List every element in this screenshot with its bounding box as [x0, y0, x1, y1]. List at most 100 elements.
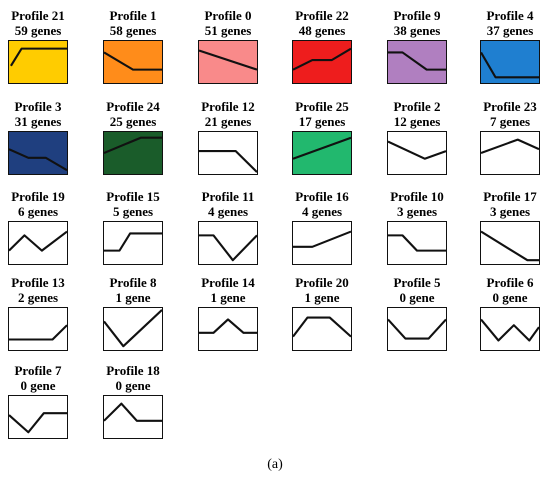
profile-trend-box	[8, 395, 68, 439]
profile-trend-box	[480, 221, 540, 265]
trend-plot	[104, 51, 162, 71]
trend-line	[9, 412, 67, 434]
trend-plot	[293, 316, 351, 338]
profile-trend-box	[292, 221, 352, 265]
profile-trend-box	[387, 40, 447, 84]
trend-line	[199, 150, 257, 173]
trend-plot	[9, 412, 67, 434]
profile-name: Profile 2	[393, 99, 441, 114]
trend-line	[481, 230, 539, 262]
profile-name: Profile 4	[486, 8, 534, 23]
profile-name: Profile 7	[14, 363, 62, 378]
trend-line	[104, 232, 162, 252]
trend-plot	[388, 140, 446, 160]
profile-gene-count: 3 genes	[396, 204, 438, 219]
trend-line	[388, 140, 446, 160]
trend-line	[199, 318, 257, 334]
profile-trend-box	[387, 131, 447, 175]
trend-plot	[199, 318, 257, 334]
trend-plot	[9, 324, 67, 341]
trend-line	[9, 324, 67, 341]
trend-line	[481, 318, 539, 342]
profile-name: Profile 16	[295, 189, 349, 204]
trend-line	[481, 51, 539, 79]
profile-trend-box	[387, 221, 447, 265]
trend-plot	[388, 51, 446, 71]
profile-gene-count: 51 genes	[204, 23, 252, 38]
profile-gene-count: 0 gene	[20, 378, 56, 393]
profile-name: Profile 20	[295, 275, 349, 290]
profile-gene-count: 5 genes	[112, 204, 154, 219]
trend-line	[104, 136, 162, 154]
profile-trend-box	[103, 395, 163, 439]
trend-plot	[293, 47, 351, 71]
profile-trend-box	[8, 40, 68, 84]
trend-plot	[9, 230, 67, 252]
trend-line	[104, 51, 162, 71]
profile-gene-count: 0 gene	[399, 290, 435, 305]
profile-gene-count: 0 gene	[115, 378, 151, 393]
trend-plot	[481, 318, 539, 342]
profile-gene-count: 59 genes	[14, 23, 62, 38]
profile-trend-box	[103, 131, 163, 175]
profile-gene-count: 31 genes	[14, 114, 62, 129]
profile-gene-count: 37 genes	[486, 23, 534, 38]
profile-name: Profile 21	[11, 8, 65, 23]
trend-plot	[388, 318, 446, 340]
trend-line	[293, 316, 351, 338]
profile-trend-box	[480, 307, 540, 351]
trend-plot	[293, 230, 351, 248]
profile-gene-count: 38 genes	[393, 23, 441, 38]
profile-gene-count: 2 genes	[17, 290, 59, 305]
trend-line	[10, 47, 67, 67]
trend-line	[9, 148, 67, 172]
profile-name: Profile 6	[486, 275, 534, 290]
profile-trend-box	[103, 40, 163, 84]
profile-gene-count: 4 genes	[207, 204, 249, 219]
trend-line	[293, 136, 351, 160]
profile-name: Profile 23	[483, 99, 537, 114]
profile-trend-box	[292, 307, 352, 351]
profile-name: Profile 15	[106, 189, 160, 204]
profile-name: Profile 19	[11, 189, 65, 204]
profile-gene-count: 4 genes	[301, 204, 343, 219]
profile-name: Profile 8	[109, 275, 157, 290]
profile-name: Profile 25	[295, 99, 349, 114]
trend-plot	[388, 234, 446, 252]
profile-name: Profile 18	[106, 363, 160, 378]
trend-plot	[481, 51, 539, 79]
profile-name: Profile 1	[109, 8, 157, 23]
profile-gene-count: 3 genes	[489, 204, 531, 219]
profile-trend-box	[198, 221, 258, 265]
profile-trend-box	[103, 221, 163, 265]
profile-name: Profile 9	[393, 8, 441, 23]
trend-line	[9, 230, 67, 252]
profile-name: Profile 24	[106, 99, 160, 114]
profile-gene-count: 25 genes	[109, 114, 157, 129]
profile-trend-box	[292, 131, 352, 175]
trend-plot	[199, 150, 257, 173]
trend-line	[293, 47, 351, 71]
trend-line	[388, 318, 446, 340]
profile-gene-count: 21 genes	[204, 114, 252, 129]
trend-plot	[104, 136, 162, 154]
profile-gene-count: 12 genes	[393, 114, 441, 129]
trend-plot	[104, 309, 162, 348]
